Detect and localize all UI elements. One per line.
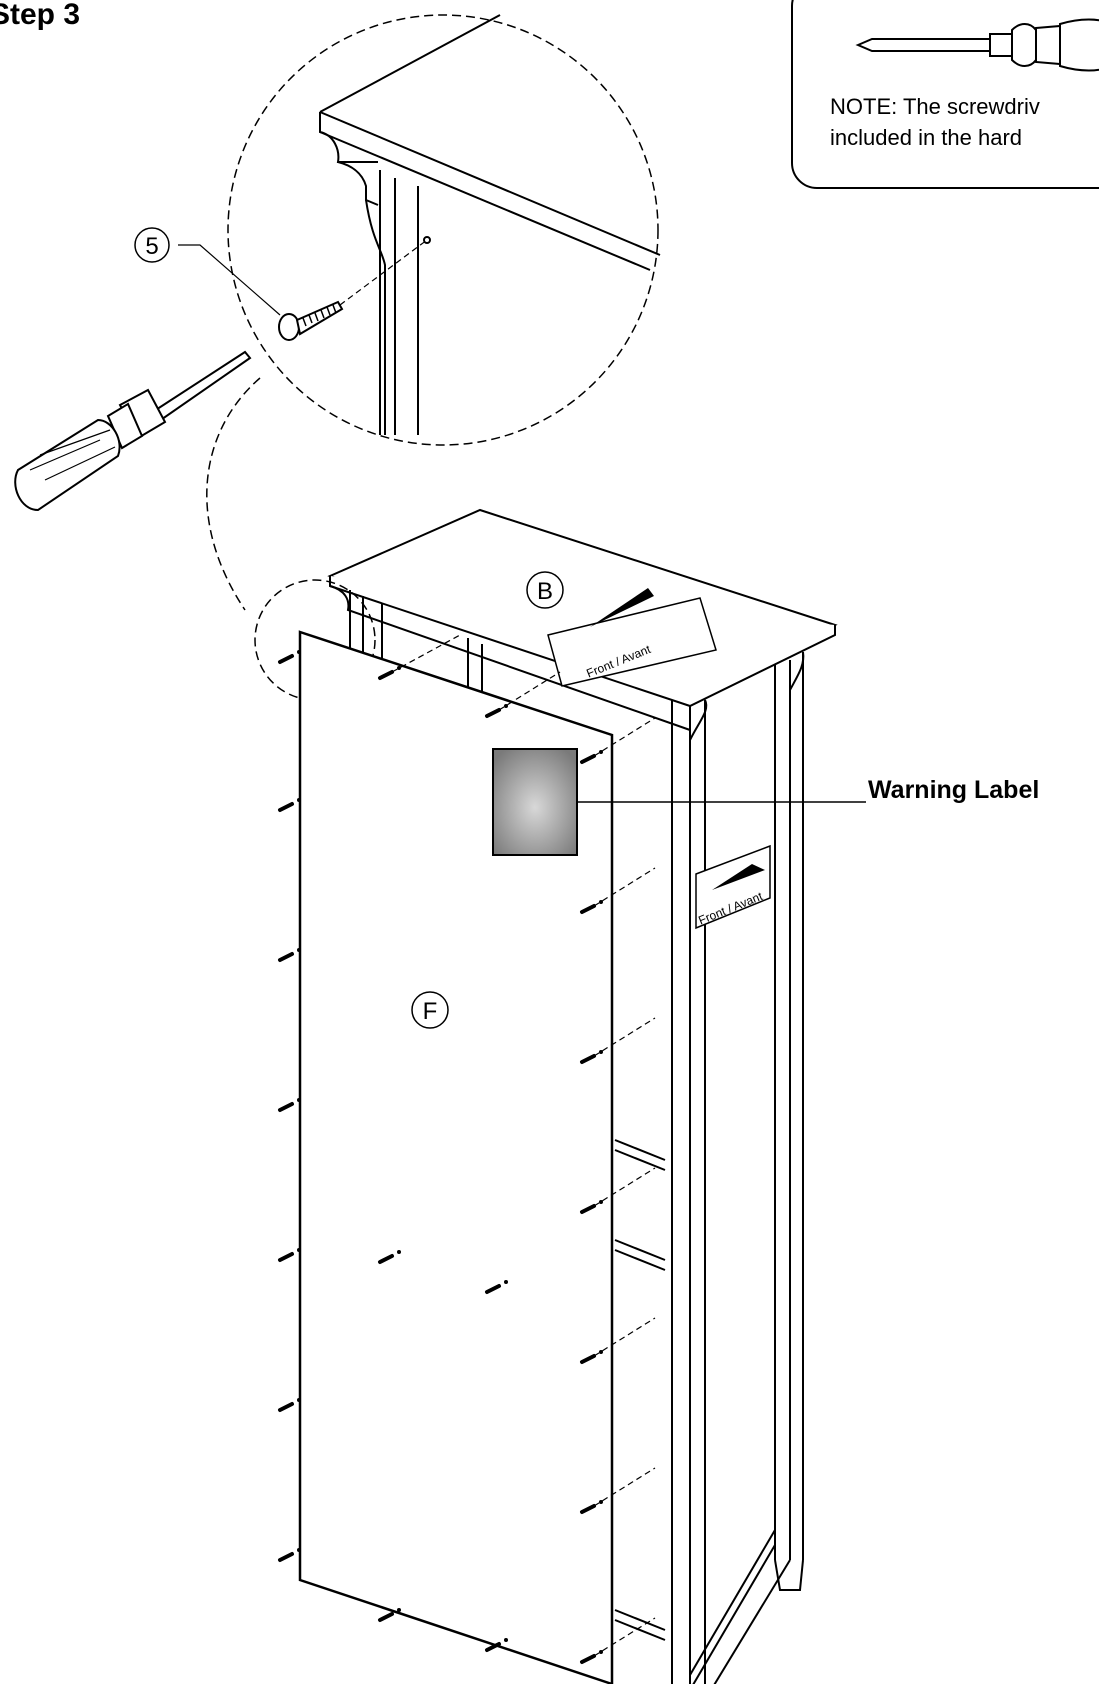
screw-hole <box>297 1098 301 1102</box>
screw-guide-line <box>498 671 561 711</box>
screw-icon <box>378 1254 394 1264</box>
screw-hole <box>599 1350 603 1354</box>
note-label: NOTE: <box>830 94 898 119</box>
screw-icon <box>278 952 294 962</box>
warning-label-text: Warning Label <box>868 776 1040 804</box>
screw-guide-line <box>593 717 656 757</box>
screw-detail-icon <box>278 300 344 341</box>
screw-guide-line <box>593 1617 656 1657</box>
screw-icon <box>278 1552 294 1562</box>
callout-f-label: F <box>423 998 438 1025</box>
screw-icon <box>485 1284 501 1294</box>
screw-hole <box>504 704 508 708</box>
side-front-avant-label: Front / Avant <box>695 844 771 930</box>
screw-icon <box>278 802 294 812</box>
screwdriver-icon <box>14 350 252 512</box>
screw-hole <box>599 900 603 904</box>
screw-icon <box>580 904 596 914</box>
screw-hole <box>599 1050 603 1054</box>
screw-guide-line <box>593 1467 656 1507</box>
screw-hole <box>397 1608 401 1612</box>
screw-icon <box>580 1054 596 1064</box>
screw-hole <box>599 1500 603 1504</box>
screw-hole <box>297 1248 301 1252</box>
callout-f: F <box>411 991 449 1029</box>
screw-hole <box>599 750 603 754</box>
screw-icon <box>580 754 596 764</box>
screw-icon <box>485 1642 501 1652</box>
note-line2: included in the hard <box>830 125 1023 150</box>
detail-circle <box>254 579 376 701</box>
screw-icon <box>278 1402 294 1412</box>
screw-icon <box>278 1102 294 1112</box>
screw-hole <box>599 1200 603 1204</box>
screw-hole <box>297 650 301 654</box>
screw-guide-line <box>391 634 461 673</box>
screw-hole <box>397 1250 401 1254</box>
screw-icon <box>580 1204 596 1214</box>
screw-guide-line <box>593 867 656 907</box>
screw-hole <box>397 666 401 670</box>
back-panel <box>298 630 866 1684</box>
callout-5-label: 5 <box>145 233 158 260</box>
screw-hole <box>599 1650 603 1654</box>
zoom-detail <box>178 14 661 611</box>
screw-hole <box>504 1638 508 1642</box>
note-screwdriver-icon <box>855 18 1099 72</box>
callout-5: 5 <box>134 227 170 263</box>
screw-hole <box>504 1280 508 1284</box>
screw-icon <box>580 1354 596 1364</box>
note-text: NOTE: The screwdriv included in the hard <box>830 91 1040 153</box>
screw-guide-line <box>593 1017 656 1057</box>
screw-hole <box>297 1548 301 1552</box>
screw-guide-line <box>593 1317 656 1357</box>
screw-hole <box>297 948 301 952</box>
screw-set <box>278 634 656 1664</box>
screw-icon <box>580 1654 596 1664</box>
screw-icon <box>485 708 501 718</box>
callout-b-label: B <box>537 578 553 605</box>
screw-icon <box>580 1504 596 1514</box>
screw-icon <box>278 654 294 664</box>
screw-icon <box>278 1252 294 1262</box>
screw-hole <box>297 1398 301 1402</box>
note-line1: The screwdriv <box>897 94 1040 119</box>
screw-hole <box>297 798 301 802</box>
screw-icon <box>378 1612 394 1622</box>
screw-icon <box>378 670 394 680</box>
step-title: Step 3 <box>0 0 81 31</box>
screw-guide-line <box>593 1167 656 1207</box>
callout-b: B <box>526 571 564 609</box>
warning-label-sticker <box>492 748 578 856</box>
